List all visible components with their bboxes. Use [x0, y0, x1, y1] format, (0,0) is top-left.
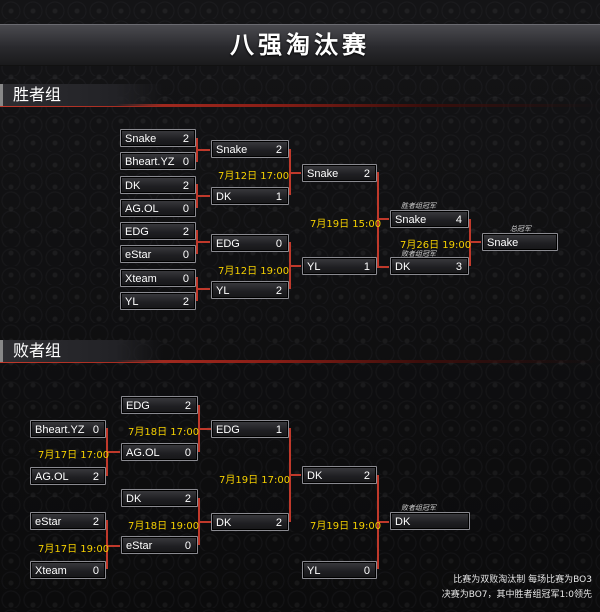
match-time: 7月12日 17:00 [218, 171, 290, 182]
bracket-line [198, 521, 212, 523]
match-time: 7月17日 17:00 [38, 450, 110, 461]
losers-divider [0, 360, 600, 363]
bracket-line [196, 241, 210, 243]
match-time: 7月17日 19:00 [38, 544, 110, 555]
losers-champion-tag: 败者组冠军 [401, 250, 436, 258]
champion-slot: Snake [482, 233, 558, 251]
winners-section-label: 胜者组 [0, 84, 163, 106]
bracket-line [289, 265, 301, 267]
bracket-line [469, 241, 481, 243]
bracket-line [196, 149, 210, 151]
match-time: 7月19日 19:00 [310, 521, 382, 532]
match-time: 7月18日 17:00 [128, 427, 200, 438]
winners-divider [0, 104, 600, 107]
bracket-line [377, 521, 389, 523]
bracket-line [377, 218, 389, 220]
match-time: 7月19日 17:00 [219, 475, 291, 486]
winners-champion-tag: 胜者组冠军 [401, 202, 436, 210]
rules-note: 比赛为双败淘汰制 每场比赛为BO3 [453, 575, 592, 585]
match-time: 7月19日 15:00 [310, 219, 382, 230]
bracket-line [196, 288, 210, 290]
bracket-line [106, 520, 108, 569]
bracket-line [377, 266, 389, 268]
match-time: 7月26日 19:00 [400, 240, 472, 251]
page-title: 八强淘汰赛 [0, 24, 600, 66]
match-time: 7月12日 19:00 [218, 266, 290, 277]
losers-section-label: 败者组 [0, 340, 163, 362]
match-time: 7月18日 19:00 [128, 521, 200, 532]
losers-champion-slot: DK [390, 512, 470, 530]
bracket-line [289, 474, 301, 476]
losers-final-tag: 败者组冠军 [401, 504, 436, 512]
bracket-line [106, 545, 120, 547]
bracket-line [106, 451, 120, 453]
bracket-line [196, 195, 210, 197]
rules-note: 决赛为BO7，其中胜者组冠军1:0领先 [441, 590, 592, 600]
bracket-line [289, 172, 301, 174]
bracket-line [198, 428, 212, 430]
champion-tag: 总冠军 [510, 225, 531, 233]
